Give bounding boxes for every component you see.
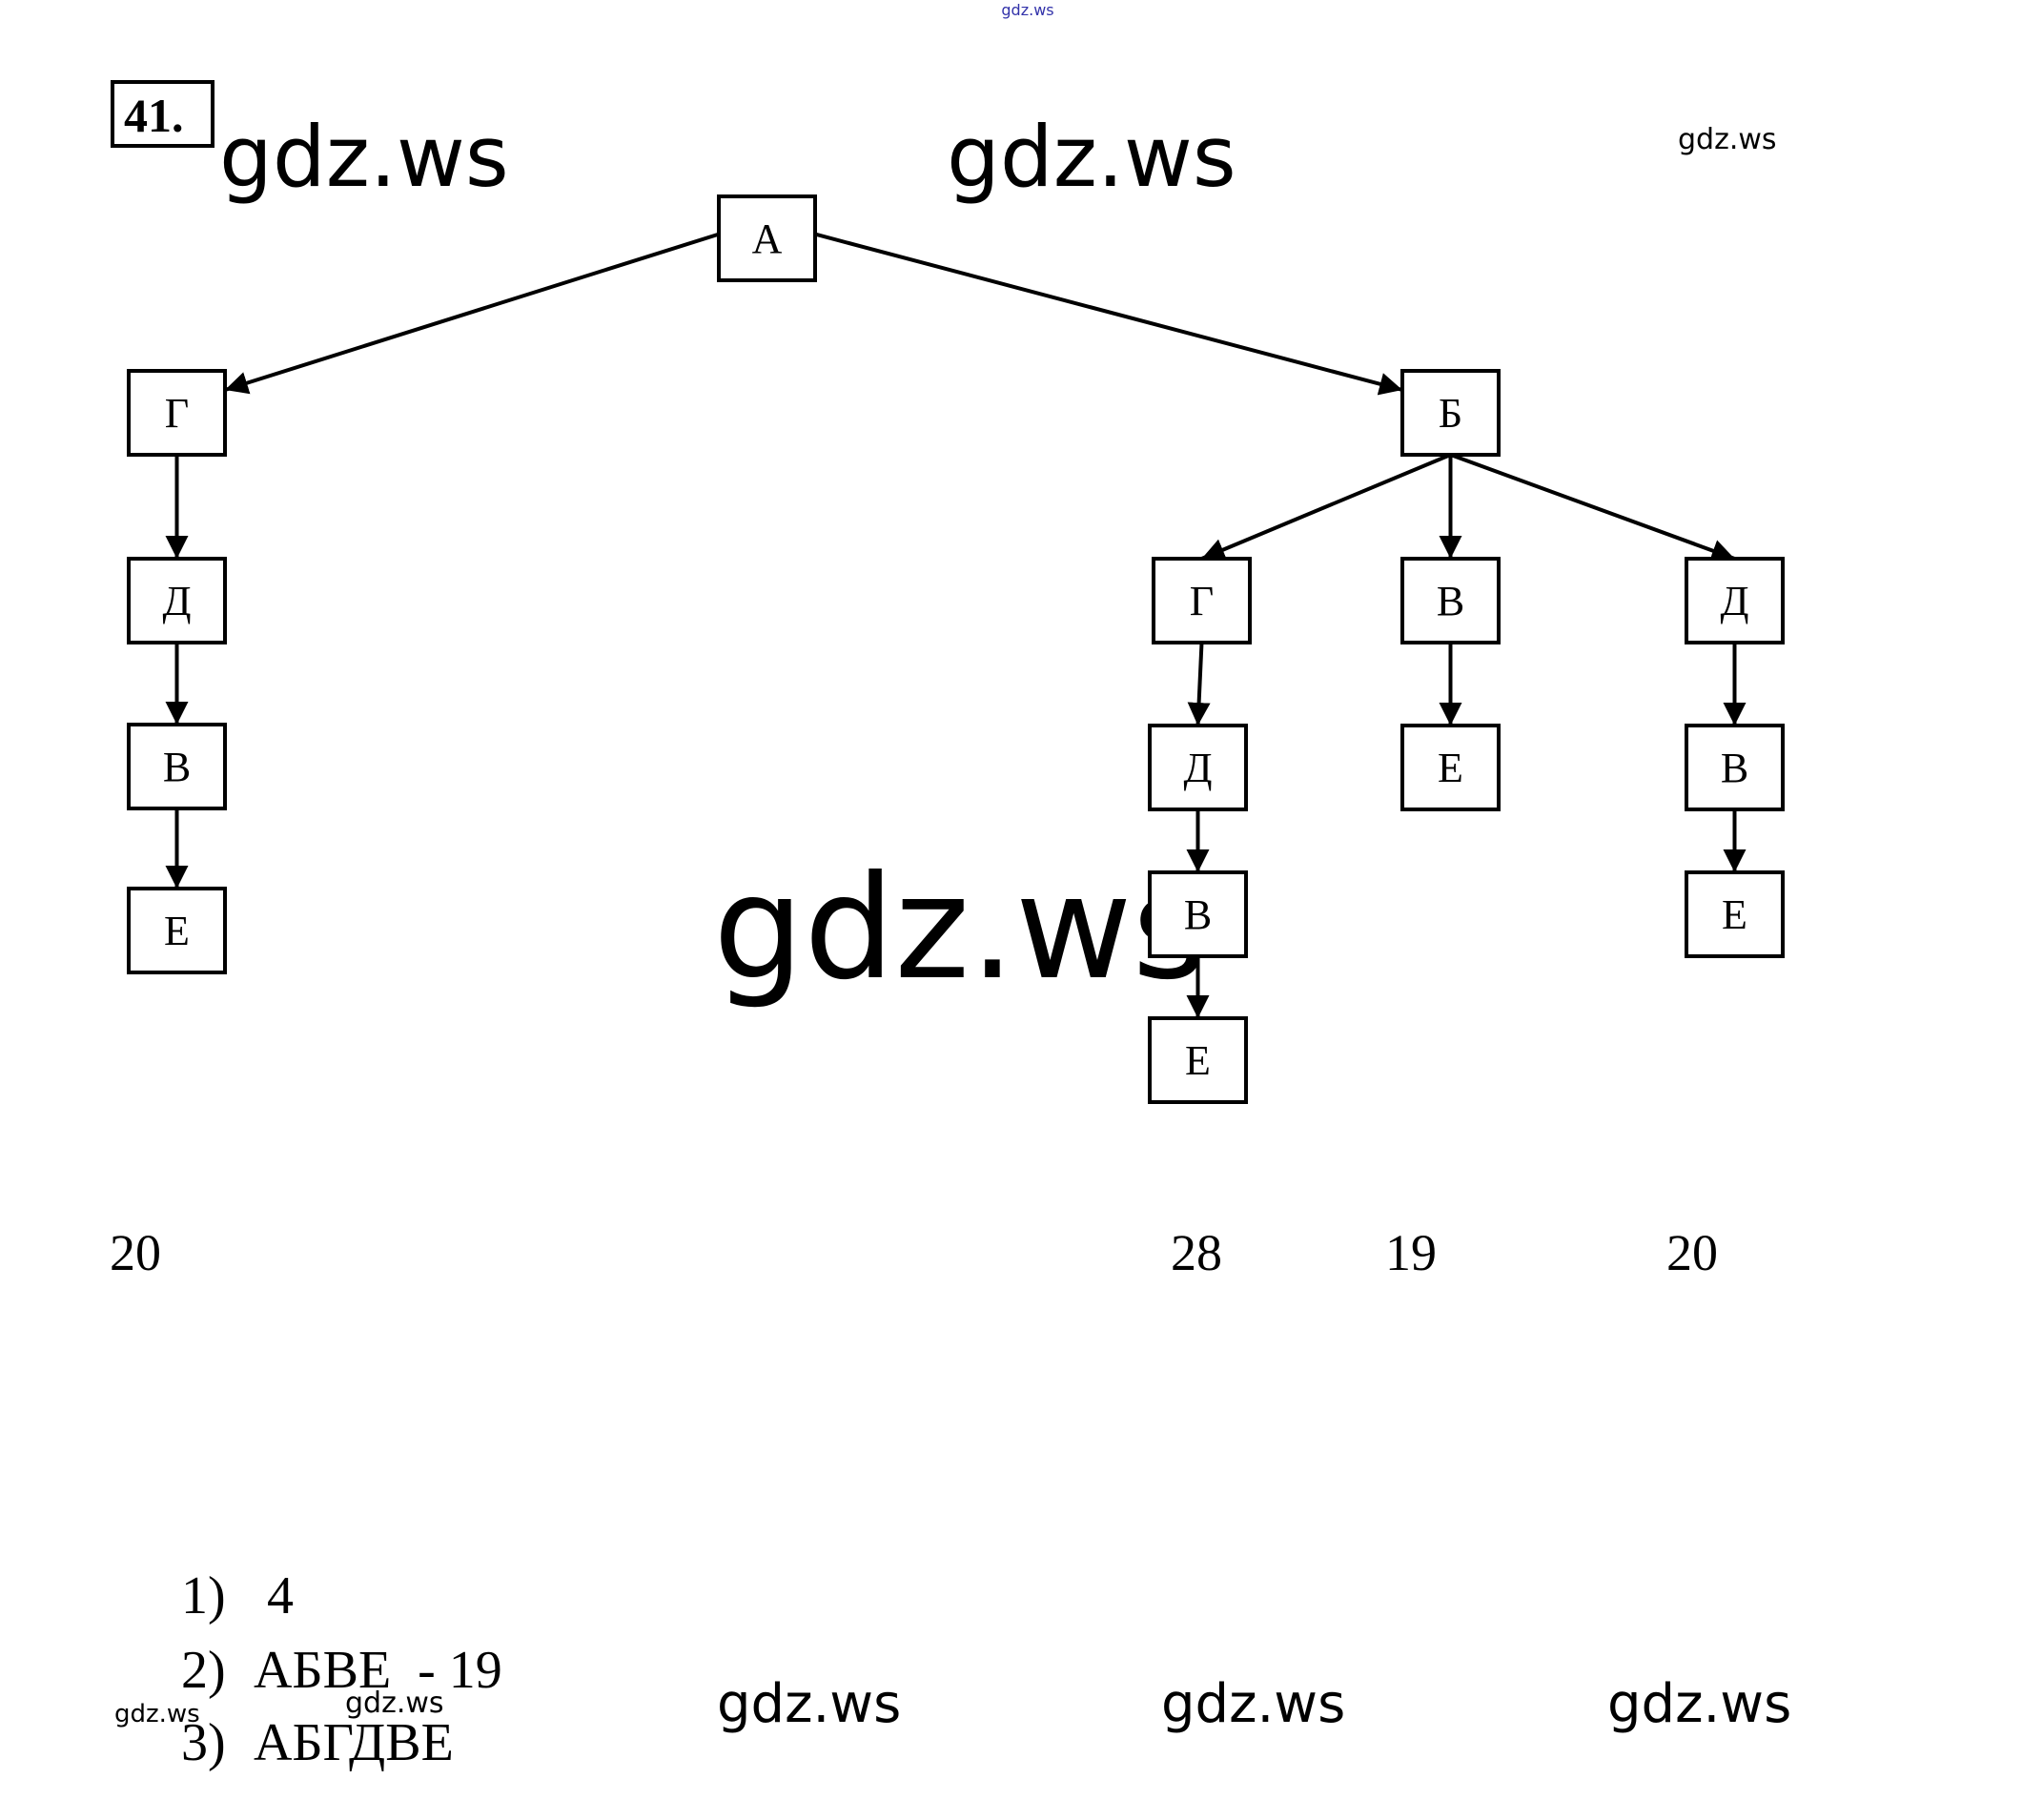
- tree-node-box: [1685, 870, 1785, 958]
- tree-edge-arrow: [814, 232, 1403, 396]
- tree-node-label: В: [1184, 891, 1212, 938]
- tree-node-label: Е: [1438, 745, 1463, 791]
- answers-list: 1) 4 2) АБВЕ - 19 3) АБГДВЕ: [181, 1566, 502, 1772]
- tree-node-box: [127, 369, 227, 457]
- tree-node-box: [1152, 557, 1252, 644]
- watermark-bottom-left-small: gdz.ws: [114, 1700, 200, 1728]
- tree-node: Б: [1400, 369, 1501, 457]
- tree-node-box: [127, 557, 227, 644]
- tree-node-box: [1400, 724, 1501, 811]
- tree-node-box: [127, 723, 227, 810]
- tree-nodes: А Г Д В Е Б Г Д В Е В Е Д В Е: [127, 194, 1785, 1104]
- tree-node: В: [1400, 557, 1501, 644]
- tree-node-label: Е: [164, 908, 190, 954]
- answer-number: 2): [181, 1641, 226, 1700]
- path-length: 28: [1171, 1224, 1222, 1281]
- tree-node-label: В: [1437, 578, 1464, 624]
- task-number-box: [111, 80, 215, 148]
- tree-node-label: В: [1721, 745, 1748, 791]
- tree-node-box: [1685, 557, 1785, 644]
- tree-edge-arrow: [1449, 453, 1736, 562]
- watermark-center: gdz.ws: [713, 846, 1207, 1012]
- tree-node-label: В: [163, 744, 191, 790]
- tree-node: Е: [1400, 724, 1501, 811]
- watermark-top-left: gdz.ws: [219, 108, 509, 206]
- tree-node: Е: [1148, 1016, 1248, 1104]
- tree-node-box: [127, 887, 227, 974]
- tree-node: В: [127, 723, 227, 810]
- tree-node: А: [717, 194, 817, 282]
- tree-node-box: [1148, 870, 1248, 958]
- tree-node-label: Г: [1190, 578, 1214, 624]
- tree-node-box: [1148, 1016, 1248, 1104]
- tree-node-box: [1400, 557, 1501, 644]
- tree-node: Е: [127, 887, 227, 974]
- tree-node: Д: [127, 557, 227, 644]
- tree-node: Е: [1685, 870, 1785, 958]
- path-length: 20: [110, 1224, 161, 1281]
- tree-node: В: [1685, 724, 1785, 811]
- answer-text: АБВЕ - 19: [254, 1641, 502, 1700]
- tree-node: В: [1148, 870, 1248, 958]
- tree-edge-arrow: [1200, 453, 1452, 561]
- tree-edges: [165, 232, 1747, 1018]
- tree-node-label: Д: [162, 578, 191, 624]
- tree-node: Д: [1148, 724, 1248, 811]
- tree-node-label: Г: [165, 390, 189, 437]
- watermark-bottom-1: gdz.ws: [717, 1673, 901, 1735]
- watermark-top-right: gdz.ws: [1678, 123, 1777, 156]
- tree-node-label: Д: [1720, 578, 1748, 624]
- watermark-top-center: gdz.ws: [947, 108, 1236, 206]
- tree-node-box: [1685, 724, 1785, 811]
- tree-edge-arrow: [224, 232, 720, 395]
- tree-edge-arrow: [1187, 642, 1211, 726]
- tree-node-label: Е: [1722, 891, 1747, 938]
- watermark-bottom-2: gdz.ws: [1161, 1673, 1345, 1735]
- tree-node-box: [1148, 724, 1248, 811]
- watermark-bottom-3: gdz.ws: [1607, 1673, 1791, 1735]
- tree-node: Д: [1685, 557, 1785, 644]
- tree-node-label: Б: [1439, 390, 1462, 437]
- tree-node-box: [1400, 369, 1501, 457]
- answer-number: 1): [181, 1566, 226, 1626]
- tree-node: Г: [127, 369, 227, 457]
- tree-node-box: [717, 194, 817, 282]
- top-link[interactable]: gdz.ws: [1001, 1, 1053, 19]
- tree-node-label: А: [752, 215, 783, 262]
- answer-number: 3): [181, 1713, 226, 1772]
- tree-node-label: Д: [1183, 745, 1212, 791]
- task-number: 41.: [124, 89, 184, 142]
- answer-text: АБГДВЕ: [254, 1713, 454, 1772]
- tree-node: Г: [1152, 557, 1252, 644]
- tree-node-label: Е: [1185, 1037, 1211, 1084]
- watermark-bottom-mid-small: gdz.ws: [345, 1687, 444, 1720]
- answer-text: 4: [267, 1566, 294, 1626]
- path-length: 19: [1385, 1224, 1437, 1281]
- path-length: 20: [1666, 1224, 1718, 1281]
